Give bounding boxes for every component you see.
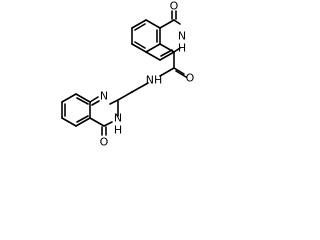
atom-label-o-bottom: O — [100, 136, 109, 149]
atom-label-h-top: H — [178, 42, 186, 55]
isoquinolinone-lactam-ring — [145, 10, 181, 61]
atom-label-o-top: O — [170, 0, 179, 13]
amide-linker — [117, 51, 187, 101]
atom-label-nh-top: N — [178, 30, 186, 43]
molecule-diagram: O N H O NH N N H O — [61, 0, 195, 149]
atom-label-nh-amide: NH — [146, 74, 163, 87]
isoquinolinone-benzo-ring — [131, 19, 161, 53]
atom-label-n-h-bottom: N — [114, 112, 122, 125]
quinazolinone-heteroring — [89, 96, 119, 136]
atom-label-n-quinazoline: N — [100, 90, 108, 103]
quinazolinone-benzo-ring — [61, 93, 91, 127]
atom-label-o-amide: O — [186, 72, 195, 85]
atom-label-h-bottom: H — [114, 124, 122, 137]
